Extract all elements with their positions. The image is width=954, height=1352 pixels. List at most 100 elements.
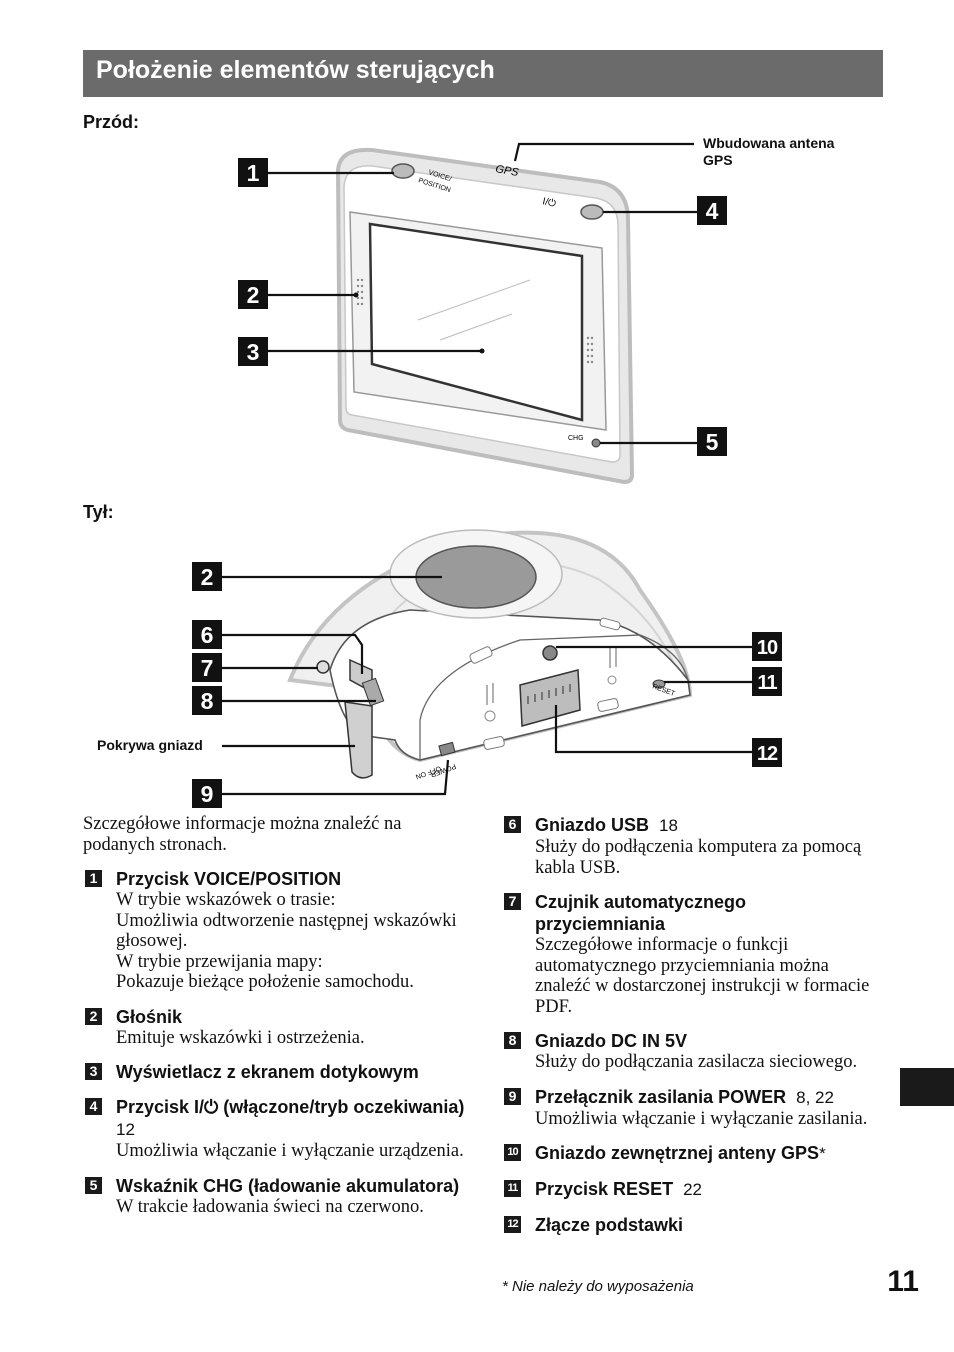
title-bar: Położenie elementów sterujących <box>83 50 883 97</box>
intro-text: Szczegółowe informacje można znaleźć na … <box>83 814 402 855</box>
list-item: 1 Przycisk VOICE/POSITION W trybie wskaz… <box>83 868 475 993</box>
list-item: 12 Złącze podstawki <box>502 1214 874 1236</box>
item-number: 1 <box>85 870 102 887</box>
off-on-label: OFF ON <box>414 764 441 780</box>
item-title: Przycisk VOICE/POSITION <box>116 869 342 889</box>
item-title: Gniazdo DC IN 5V <box>535 1031 688 1051</box>
svg-text:4: 4 <box>706 198 719 224</box>
item-title: Gniazdo USB 18 <box>535 815 678 835</box>
callout-2 <box>238 280 268 309</box>
page-number: 11 <box>887 1265 919 1298</box>
svg-text:3: 3 <box>247 339 260 365</box>
list-item: 9 Przełącznik zasilania POWER 8, 22 Umoż… <box>502 1086 874 1130</box>
item-title: Gniazdo zewnętrznej anteny GPS* <box>535 1143 826 1163</box>
front-callouts: 1 2 3 4 5 <box>238 158 727 456</box>
list-item: 10 Gniazdo zewnętrznej anteny GPS* <box>502 1142 874 1165</box>
list-item: 2 Głośnik Emituje wskazówki i ostrzeżeni… <box>83 1006 475 1049</box>
front-heading: Przód: <box>83 112 139 132</box>
svg-text:11: 11 <box>757 672 777 694</box>
rear-callouts: 2 6 7 8 9 10 11 12 <box>192 562 782 808</box>
gps-label: GPS <box>494 163 520 179</box>
page-ref: 18 <box>659 816 678 835</box>
svg-text:6: 6 <box>201 622 214 648</box>
item-number: 3 <box>85 1063 102 1080</box>
section-tab <box>900 1068 954 1106</box>
item-title: Głośnik <box>116 1006 183 1027</box>
item-number: 10 <box>504 1144 521 1161</box>
reset-button[interactable] <box>652 679 666 689</box>
item-number: 6 <box>504 816 521 833</box>
item-number: 5 <box>85 1176 102 1194</box>
cradle-connector <box>519 669 581 727</box>
item-title: Czujnik automatycznego przyciemniania <box>535 892 747 934</box>
page-ref: 22 <box>683 1180 703 1199</box>
callout-7 <box>192 653 222 682</box>
svg-text:10: 10 <box>757 637 778 659</box>
item-title: Wskaźnik CHG (ładowanie akumulatora) <box>116 1175 460 1196</box>
callout-8 <box>192 686 222 715</box>
item-desc: Służy do podłączenia komputera za pomocą… <box>535 837 862 878</box>
external-gps-jack <box>542 645 558 661</box>
item-desc: W trybie wskazówek o trasie: Umożliwia o… <box>116 890 457 992</box>
svg-text:9: 9 <box>201 781 214 807</box>
speaker-grille-left <box>356 278 364 306</box>
svg-text:8: 8 <box>201 688 214 714</box>
page-title: Położenie elementów sterujących <box>96 56 495 84</box>
footnote-marker: * <box>819 1144 826 1163</box>
item-desc: Szczegółowe informacje o funkcji automat… <box>535 935 870 1017</box>
svg-text:5: 5 <box>706 429 719 455</box>
jack-cover[interactable] <box>344 701 373 779</box>
list-item: 6 Gniazdo USB 18 Służy do podłączenia ko… <box>502 814 874 878</box>
cover-label: Pokrywa gniazd <box>97 737 203 753</box>
power-button[interactable] <box>580 204 604 220</box>
svg-text:2: 2 <box>247 282 260 308</box>
callout-9 <box>192 779 222 808</box>
list-item: 11 Przycisk RESET 22 <box>502 1178 874 1201</box>
item-number: 12 <box>504 1216 521 1233</box>
item-desc: Emituje wskazówki i ostrzeżenia. <box>116 1027 365 1048</box>
svg-text:7: 7 <box>201 655 214 681</box>
front-diagram: VOICE/ POSITION GPS I/⏻ CHG 1 2 3 4 5 <box>238 142 727 485</box>
callout-1 <box>238 158 268 187</box>
list-item: 8 Gniazdo DC IN 5V Służy do podłączania … <box>502 1030 874 1073</box>
callout-6 <box>192 620 222 649</box>
item-number: 4 <box>85 1098 102 1115</box>
voice-position-button[interactable] <box>391 163 415 179</box>
left-item-list: 1 Przycisk VOICE/POSITION W trybie wskaz… <box>83 868 475 1217</box>
item-title: Przełącznik zasilania POWER 8, 22 <box>535 1086 834 1107</box>
item-title: Złącze podstawki <box>535 1215 684 1235</box>
list-item: 5 Wskaźnik CHG (ładowanie akumulatora) W… <box>83 1175 475 1218</box>
callout-5 <box>697 427 727 456</box>
dc-in-port <box>361 677 385 707</box>
list-item: 7 Czujnik automatycznego przyciemniania … <box>502 891 874 1017</box>
item-desc: Umożliwia włączanie i wyłączanie urządze… <box>116 1141 464 1161</box>
svg-text:2: 2 <box>201 564 214 590</box>
item-number: 9 <box>504 1087 521 1105</box>
power-symbol-label: I/⏻ <box>541 196 557 210</box>
power-switch[interactable] <box>438 741 456 757</box>
item-title: Przycisk I/⏻ (włączone/tryb oczekiwania)… <box>116 1097 465 1139</box>
chg-label: CHG <box>568 435 584 442</box>
callout-rear-2 <box>192 562 222 591</box>
page-ref: 12 <box>116 1120 135 1139</box>
left-column: Szczegółowe informacje można znaleźć na … <box>83 814 475 1217</box>
list-item: 4 Przycisk I/⏻ (włączone/tryb oczekiwani… <box>83 1096 475 1162</box>
item-number: 8 <box>504 1032 521 1049</box>
item-desc: Służy do podłączania zasilacza siecioweg… <box>535 1052 858 1072</box>
item-desc: Umożliwia włączanie i wyłączanie zasilan… <box>535 1108 868 1129</box>
right-column: 6 Gniazdo USB 18 Służy do podłączenia ko… <box>502 801 874 1236</box>
rear-diagram: RESET POWER OFF ON 2 6 7 8 9 10 11 12 <box>192 529 782 808</box>
item-number: 7 <box>504 893 521 910</box>
item-title: Wyświetlacz z ekranem dotykowym <box>116 1062 419 1082</box>
callout-3 <box>238 337 268 366</box>
speaker-grille-right <box>586 336 594 364</box>
chg-indicator <box>591 438 601 448</box>
antenna-callout: Wbudowana antena GPS <box>703 135 835 168</box>
item-number: 2 <box>85 1007 102 1025</box>
auto-dimmer-sensor <box>316 660 330 674</box>
rear-heading: Tył: <box>83 502 114 522</box>
svg-text:1: 1 <box>247 160 260 186</box>
svg-text:12: 12 <box>757 743 778 765</box>
item-number: 11 <box>504 1180 521 1197</box>
callout-11 <box>752 667 782 696</box>
